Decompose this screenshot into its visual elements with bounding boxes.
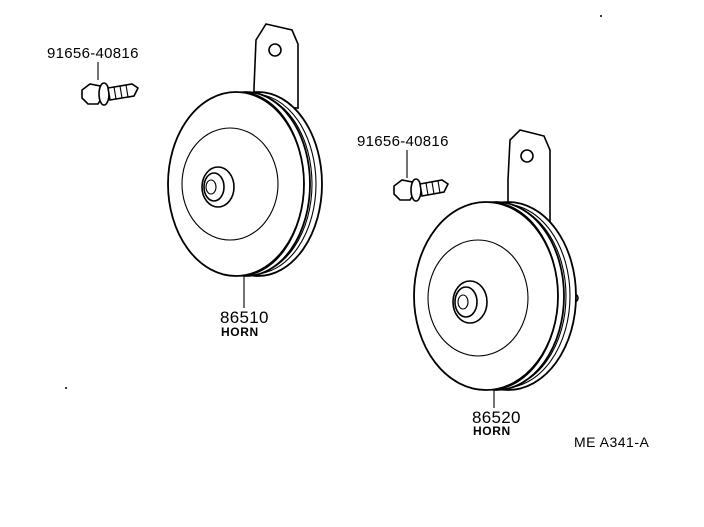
- bolt-left-part-number: 91656-40816: [47, 45, 139, 62]
- diagram-reference-code: ME A341-A: [574, 434, 650, 450]
- horn-right-name: HORN: [473, 424, 511, 438]
- horn-left: [167, 23, 323, 308]
- bolt-left: [81, 62, 140, 106]
- bolt-right-part-number: 91656-40816: [357, 133, 449, 150]
- horn-right-part-number: 86520: [472, 408, 521, 427]
- bolt-right: [393, 150, 450, 202]
- horn-left-part-number: 86510: [220, 308, 269, 327]
- horn-right: [413, 129, 579, 408]
- horn-left-name: HORN: [221, 325, 259, 339]
